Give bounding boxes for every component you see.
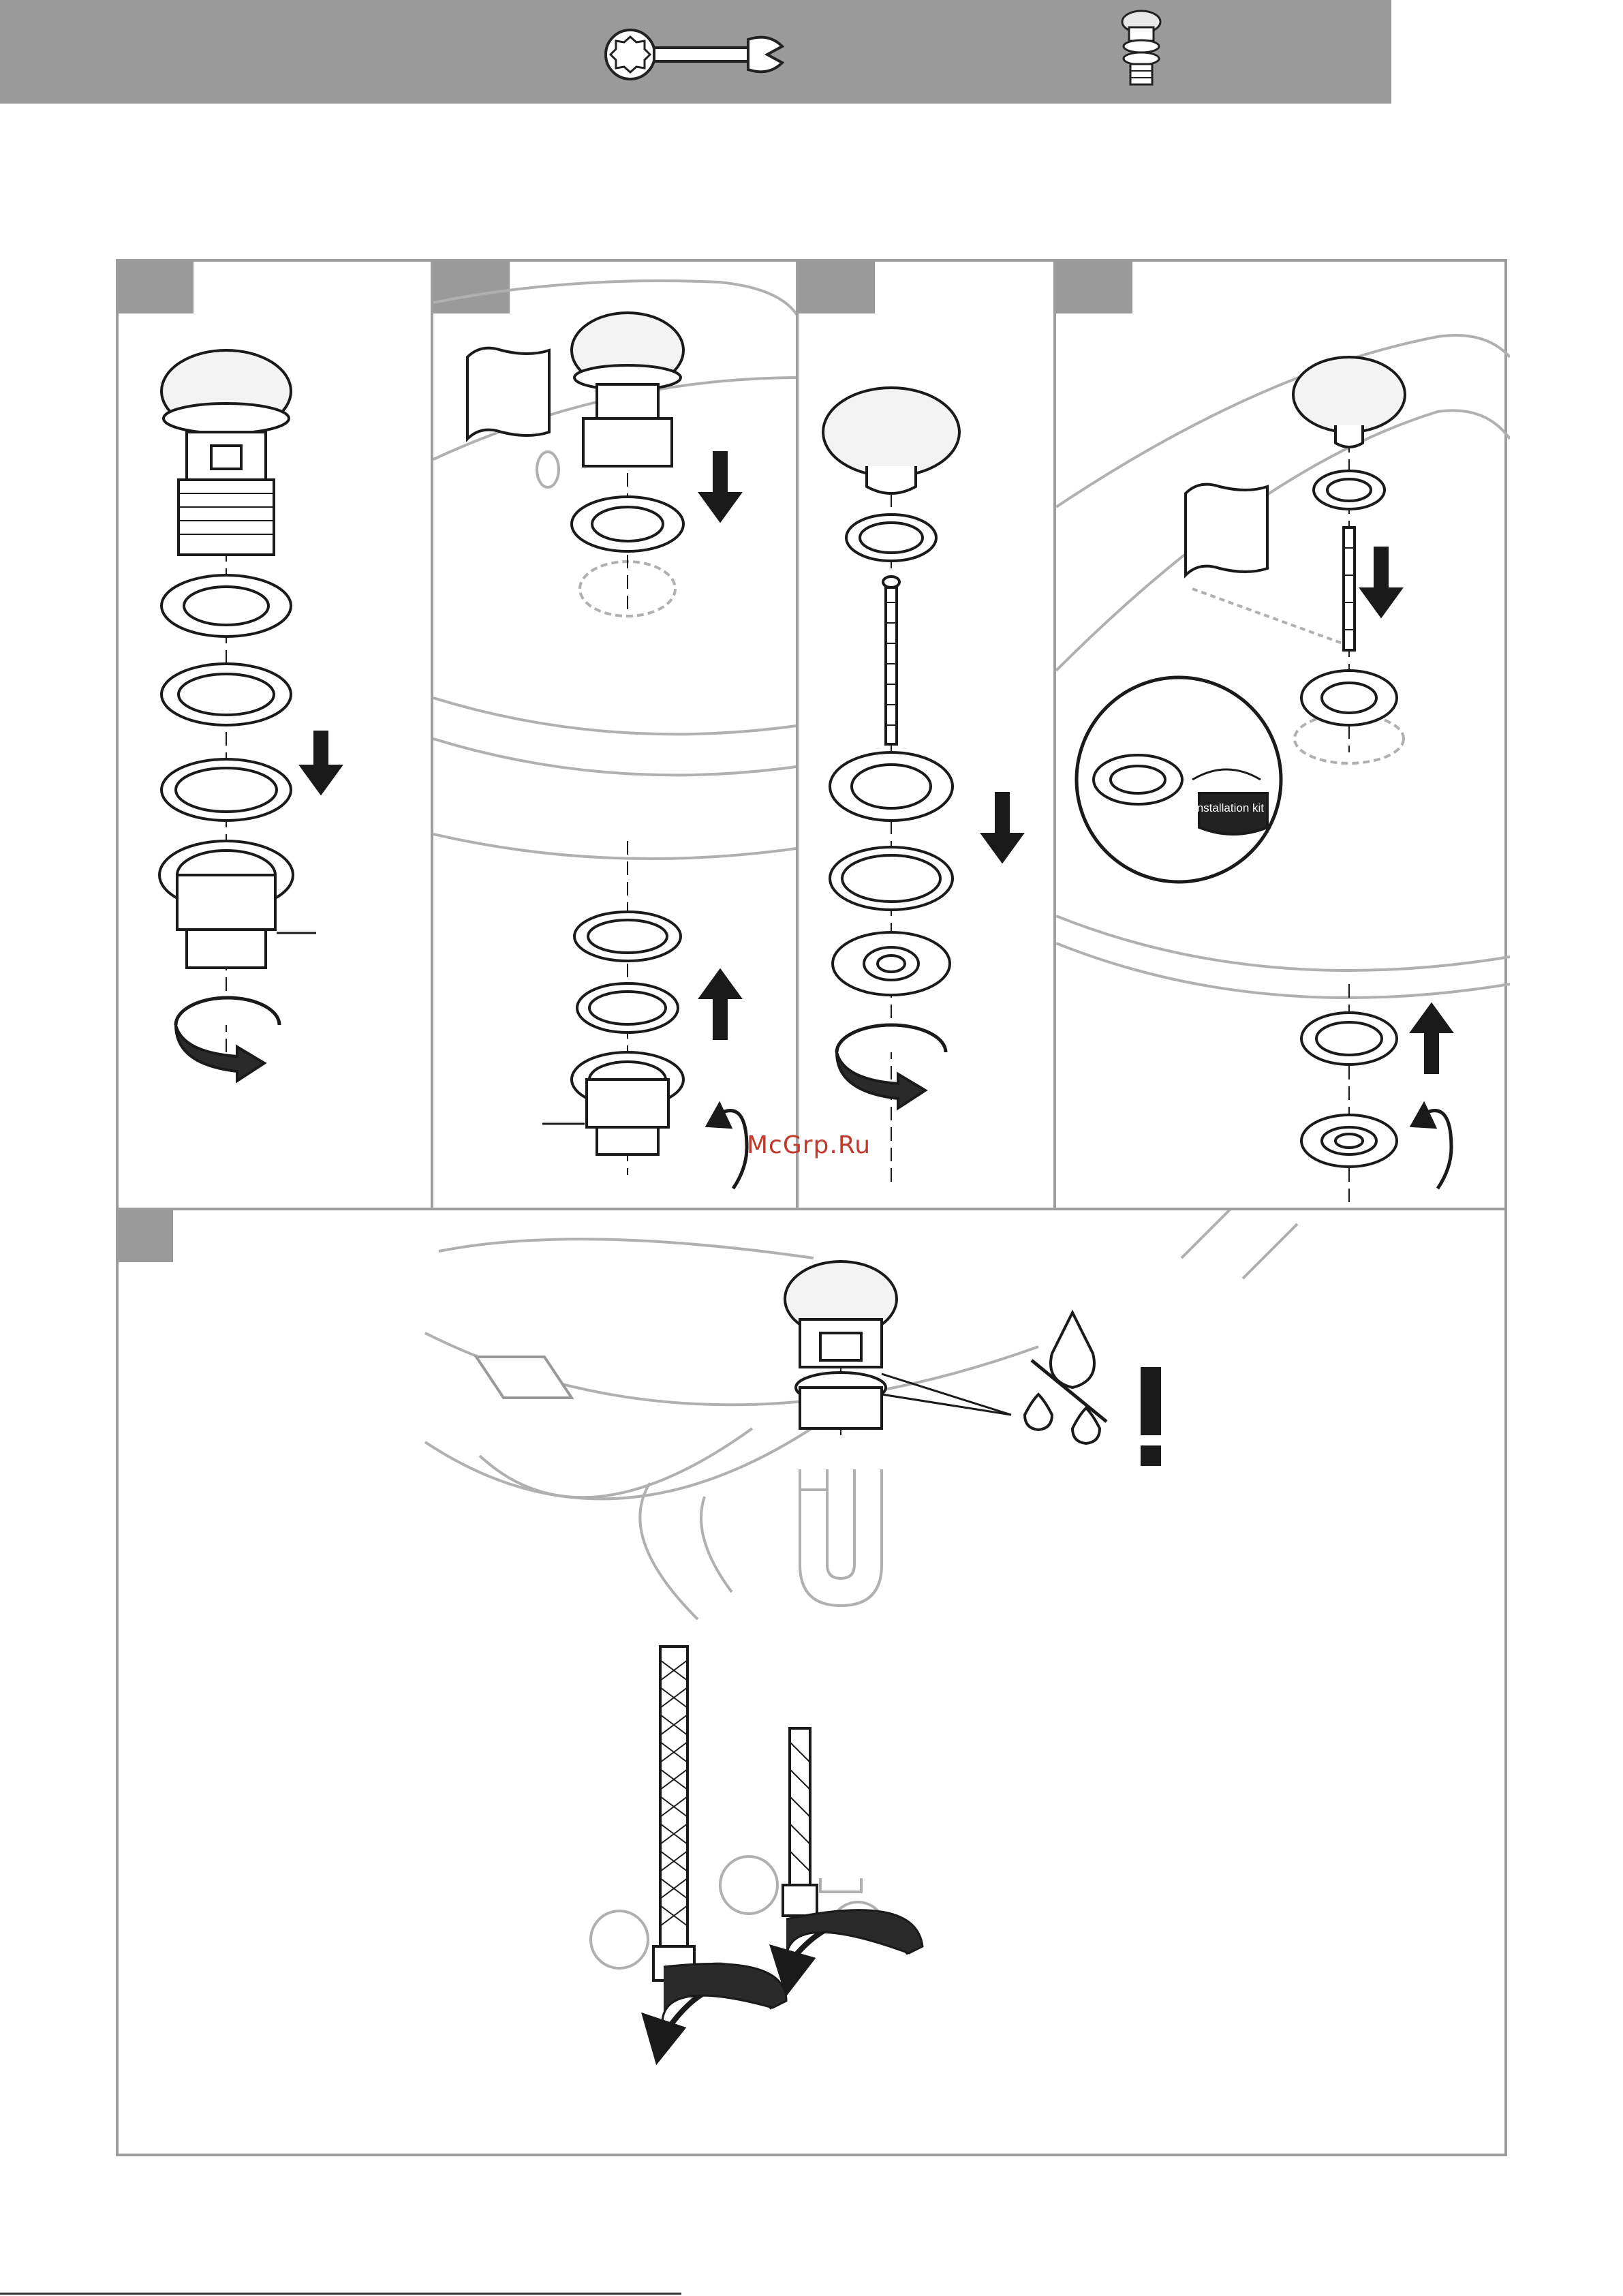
step-3-illustration	[799, 262, 1059, 1213]
installation-kit-label: Installation kit	[1194, 801, 1264, 815]
step-2-illustration	[433, 262, 801, 1213]
watermark-text: McGrp.Ru	[747, 1131, 871, 1159]
step-4-illustration	[1056, 262, 1510, 1213]
combination-wrench-icon	[606, 30, 782, 79]
step-5-illustration	[119, 1210, 1510, 2159]
footer-rule	[0, 2293, 681, 2295]
step-1-panel	[116, 259, 433, 1210]
push-open-drain-valve-icon	[1122, 11, 1160, 85]
header-bar	[0, 0, 1391, 104]
step-4-panel: Installation kit	[1053, 259, 1507, 1210]
header-icons	[0, 0, 1391, 104]
step-5-panel	[116, 1208, 1507, 2156]
step-2-panel	[431, 259, 799, 1210]
step-1-illustration	[119, 262, 436, 1213]
step-3-panel	[796, 259, 1056, 1210]
